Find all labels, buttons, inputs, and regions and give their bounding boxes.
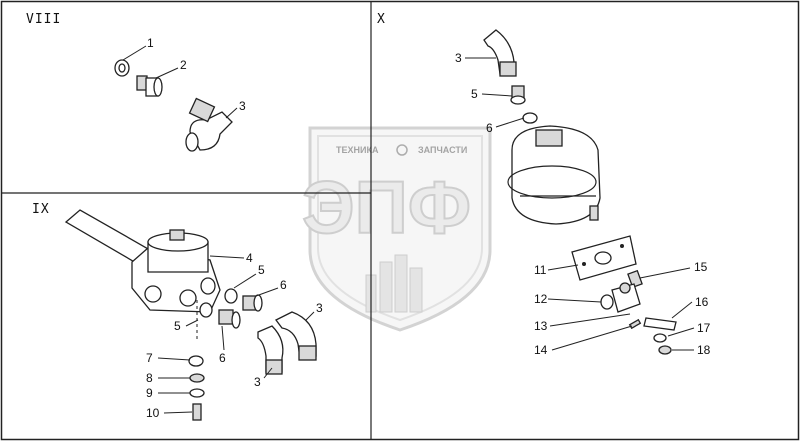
watermark-big-text: ЭПФ	[302, 166, 471, 249]
part-fitting	[510, 85, 526, 105]
callout-17: 17	[697, 321, 711, 335]
gear-icon	[396, 144, 408, 156]
callout-5: 5	[174, 319, 181, 333]
part-washer	[224, 288, 238, 304]
part-elbow	[483, 29, 517, 77]
callout-3: 3	[239, 99, 246, 113]
watermark-text-left: ТЕХНИКА	[336, 145, 379, 155]
section-label-ix: IX	[32, 202, 50, 217]
part-elbow	[185, 97, 233, 152]
part-fitting	[136, 75, 163, 97]
callout-1: 1	[147, 36, 154, 50]
callout-3: 3	[455, 51, 462, 65]
callout-3: 3	[316, 301, 323, 315]
callout-15: 15	[694, 260, 708, 274]
watermark-shield	[308, 126, 492, 332]
part-screw-stack	[188, 300, 205, 421]
part-elbow	[257, 325, 284, 375]
section-label-x: X	[377, 12, 386, 27]
part-elbow	[275, 311, 317, 361]
callout-16: 16	[695, 295, 709, 309]
callout-12: 12	[534, 292, 548, 306]
callout-10: 10	[146, 406, 160, 420]
section-viii-parts: 1 2 3	[114, 36, 246, 152]
callout-6: 6	[486, 121, 493, 135]
part-cotter-pin	[628, 318, 642, 330]
watermark-text-right: ЗАПЧАСТИ	[418, 145, 467, 155]
callout-7: 7	[146, 351, 153, 365]
part-fitting	[242, 294, 263, 312]
section-x-parts: 3 5 6 11 15 12 16 13 17 14 18	[455, 29, 711, 357]
section-ix-parts: 4 5 6 3 5 6 7 8 9 10 3	[64, 209, 323, 421]
callout-3: 3	[254, 375, 261, 389]
callout-5: 5	[471, 87, 478, 101]
callout-4: 4	[246, 251, 253, 265]
part-brake-chamber	[507, 125, 601, 225]
part-screw	[627, 269, 643, 289]
callout-5: 5	[258, 263, 265, 277]
part-rod	[64, 209, 152, 265]
part-clevis	[600, 282, 641, 313]
part-washer	[658, 345, 672, 355]
callout-14: 14	[534, 343, 548, 357]
section-label-viii: VIII	[26, 12, 61, 27]
watermark-logo: ТЕХНИКА ЗАПЧАСТИ ЭПФ	[301, 126, 492, 332]
callout-6: 6	[280, 278, 287, 292]
part-washer	[653, 333, 667, 343]
callout-2: 2	[180, 58, 187, 72]
part-fitting	[218, 309, 241, 329]
callout-11: 11	[534, 263, 547, 277]
part-washer	[522, 112, 538, 124]
callout-13: 13	[534, 319, 548, 333]
callout-9: 9	[146, 386, 153, 400]
part-plate	[571, 235, 637, 281]
part-valve-body	[131, 229, 221, 313]
part-washer	[199, 302, 213, 318]
part-pin	[643, 317, 677, 331]
callout-6: 6	[219, 351, 226, 365]
callout-18: 18	[697, 343, 711, 357]
callout-8: 8	[146, 371, 153, 385]
